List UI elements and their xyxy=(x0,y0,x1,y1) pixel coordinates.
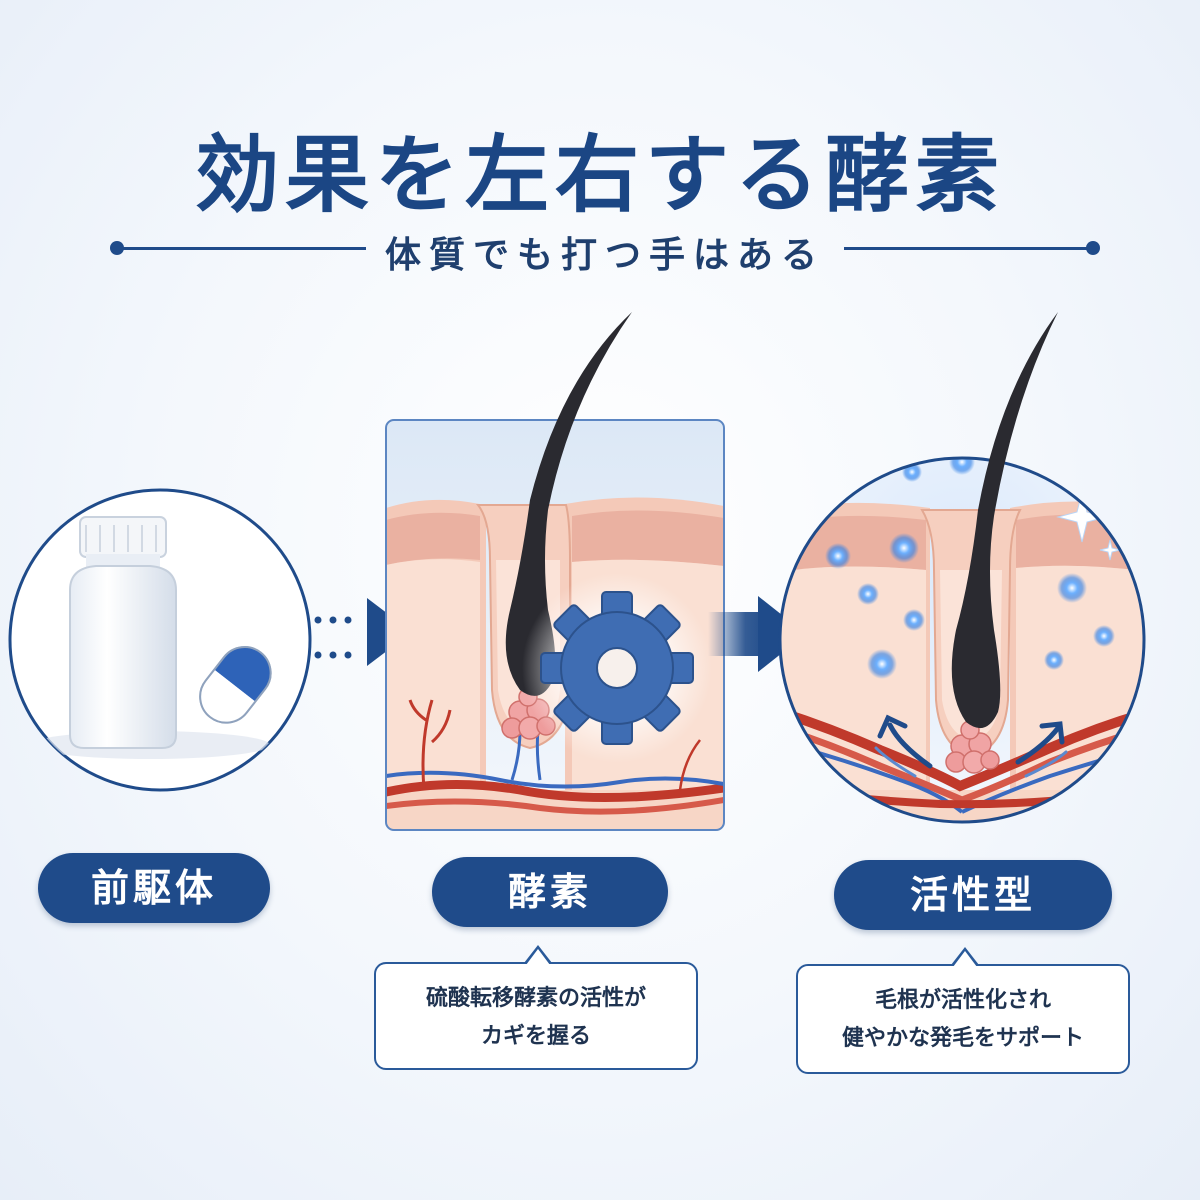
page-title: 効果を左右する酵素 xyxy=(194,126,1005,224)
dotted-connector xyxy=(314,616,352,659)
enzyme-note: 硫酸転移酵素の活性が カギを握る xyxy=(374,945,698,1070)
active-panel xyxy=(778,312,1146,824)
active-circle xyxy=(778,456,1146,824)
flow-arrow-right xyxy=(1015,721,1068,778)
active-note-line-2: 健やかな発毛をサポート xyxy=(841,1026,1084,1051)
flow-arrow-left xyxy=(874,714,933,778)
dermal-papilla xyxy=(945,720,1000,774)
active-note-line-1: 毛根が活性化され xyxy=(874,988,1051,1013)
enzyme-panel xyxy=(385,312,725,831)
subtitle-dot-right xyxy=(1086,241,1100,255)
subtitle: 体質でも打つ手はある xyxy=(384,235,825,276)
subtitle-line-left xyxy=(116,247,366,250)
hair-follicle-icon xyxy=(951,312,1058,729)
gear-icon xyxy=(540,591,694,745)
supplement-bottle-icon xyxy=(69,516,177,749)
hair-follicle-icon xyxy=(505,312,632,696)
subtitle-row: 体質でも打つ手はある xyxy=(110,220,1100,280)
label-active: 活性型 xyxy=(834,860,1112,930)
label-precursor: 前駆体 xyxy=(38,853,270,923)
enzyme-note-line-1: 硫酸転移酵素の活性が xyxy=(425,986,646,1011)
capsule-icon xyxy=(199,646,272,724)
subtitle-line-right xyxy=(844,247,1094,250)
active-note: 毛根が活性化され 健やかな発毛をサポート xyxy=(796,947,1130,1074)
enzyme-note-line-2: カギを握る xyxy=(480,1024,591,1049)
precursor-panel xyxy=(8,488,312,792)
label-enzyme: 酵素 xyxy=(432,857,668,927)
